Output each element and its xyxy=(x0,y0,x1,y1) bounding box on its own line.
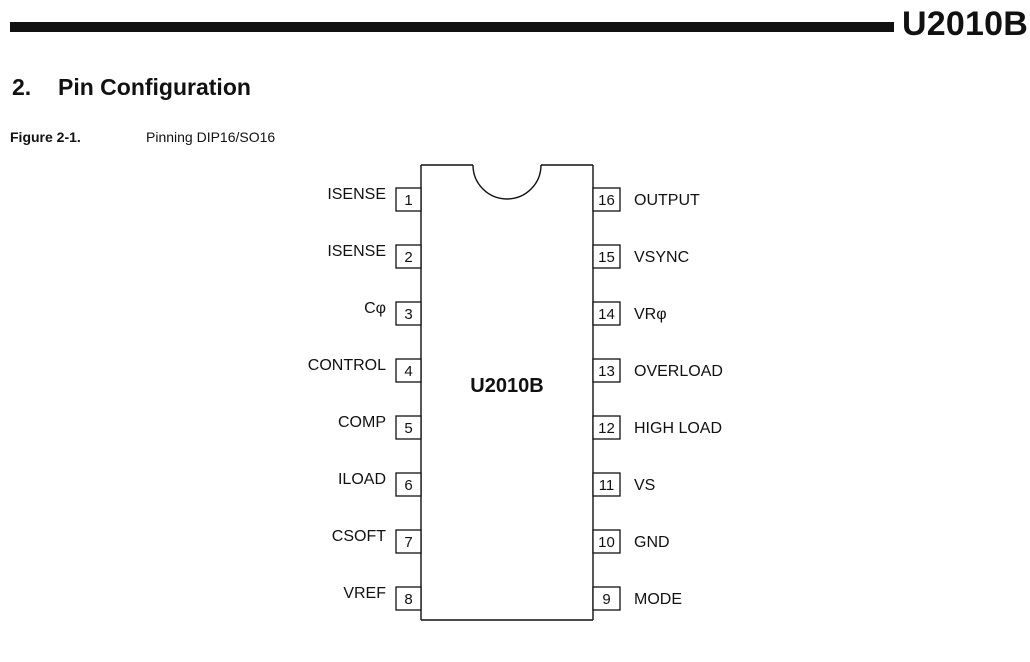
pin-number: 9 xyxy=(602,591,610,608)
pin-box xyxy=(592,529,621,554)
pin-name: VREF xyxy=(343,585,386,602)
pin-10: 10 GND xyxy=(592,529,670,554)
pin-name: COMP xyxy=(338,414,386,431)
pin-box xyxy=(592,187,621,212)
pin-name: MODE xyxy=(634,591,682,608)
pin-3: 3 Cφ xyxy=(364,300,422,326)
pin-14: 14 VRφ xyxy=(592,301,667,326)
pin-number: 3 xyxy=(404,306,412,323)
pin-name: VSYNC xyxy=(634,249,689,266)
pin-box xyxy=(592,586,621,611)
pin-number: 11 xyxy=(599,477,615,494)
pin-name: VRφ xyxy=(634,306,667,323)
pin-number: 14 xyxy=(598,306,615,323)
pin-box xyxy=(592,415,621,440)
pin-name: HIGH LOAD xyxy=(634,420,722,437)
pin-2: 2 ISENSE xyxy=(327,243,422,269)
pin-box xyxy=(395,586,422,611)
pin-box xyxy=(395,358,422,383)
section-number: 2. xyxy=(12,74,32,100)
figure-caption: Figure 2-1. Pinning DIP16/SO16 xyxy=(10,128,275,146)
pin-box xyxy=(592,472,621,497)
pin-box xyxy=(395,244,422,269)
pin-15: 15 VSYNC xyxy=(592,244,689,269)
right-pin-group: 16 OUTPUT 15 VSYNC 14 VRφ 13 OVERLOAD 12 HIGH LOA… xyxy=(592,187,723,611)
pin-number: 16 xyxy=(598,192,615,209)
pin-box xyxy=(592,244,621,269)
pin-name: CSOFT xyxy=(332,528,386,545)
pin-6: 6 ILOAD xyxy=(338,471,422,497)
pin-8: 8 VREF xyxy=(343,585,422,611)
chip-label: U2010B xyxy=(470,375,543,397)
pin-12: 12 HIGH LOAD xyxy=(592,415,722,440)
section-title: Pin Configuration xyxy=(58,74,251,100)
pin-11: 11 VS xyxy=(592,472,655,497)
pin-number: 1 xyxy=(404,192,412,209)
pin-name: ILOAD xyxy=(338,471,386,488)
figure-number: Figure 2-1. xyxy=(10,129,81,145)
section-heading: 2. Pin Configuration xyxy=(12,72,251,102)
left-pin-group: 1ISENSE2ISENSE3Cφ4CONTROL5COMP6ILOAD7CSO… xyxy=(308,186,422,611)
pin-number: 7 xyxy=(404,534,412,551)
pin-number: 12 xyxy=(598,420,615,437)
pin-box xyxy=(395,415,422,440)
pin-5: 5 COMP xyxy=(338,414,422,440)
pin-box xyxy=(592,358,621,383)
pin-number: 8 xyxy=(404,591,412,608)
figure-title: Pinning DIP16/SO16 xyxy=(146,129,276,145)
pin-number: 2 xyxy=(404,249,412,266)
pin-box xyxy=(395,187,422,212)
pin-16: 16 OUTPUT xyxy=(592,187,700,212)
pin-number: 6 xyxy=(404,477,412,494)
document-id: U2010B xyxy=(902,5,1028,43)
pin-name: ISENSE xyxy=(327,186,386,203)
pin-number: 10 xyxy=(598,534,615,551)
chip-notch xyxy=(472,164,542,200)
pin-box xyxy=(592,301,621,326)
pin-name: OUTPUT xyxy=(634,192,700,209)
pin-number: 4 xyxy=(404,363,412,380)
pin-4: 4 CONTROL xyxy=(308,357,422,383)
pin-number: 5 xyxy=(404,420,412,437)
pin-name: OVERLOAD xyxy=(634,363,723,380)
pin-box xyxy=(395,529,422,554)
pin-name: CONTROL xyxy=(308,357,386,374)
pin-name: ISENSE xyxy=(327,243,386,260)
pin-name: GND xyxy=(634,534,670,551)
pin-box xyxy=(395,472,422,497)
pin-1: 1 ISENSE xyxy=(327,186,422,212)
pin-13: 13 OVERLOAD xyxy=(592,358,723,383)
pin-name: Cφ xyxy=(364,300,386,317)
pin-name: VS xyxy=(634,477,655,494)
pin-number: 15 xyxy=(598,249,615,266)
pin-box xyxy=(395,301,422,326)
pin-7: 7 CSOFT xyxy=(332,528,422,554)
header-rule xyxy=(10,22,894,32)
pin-9: 9 MODE xyxy=(592,586,682,611)
pin-number: 13 xyxy=(598,363,615,380)
